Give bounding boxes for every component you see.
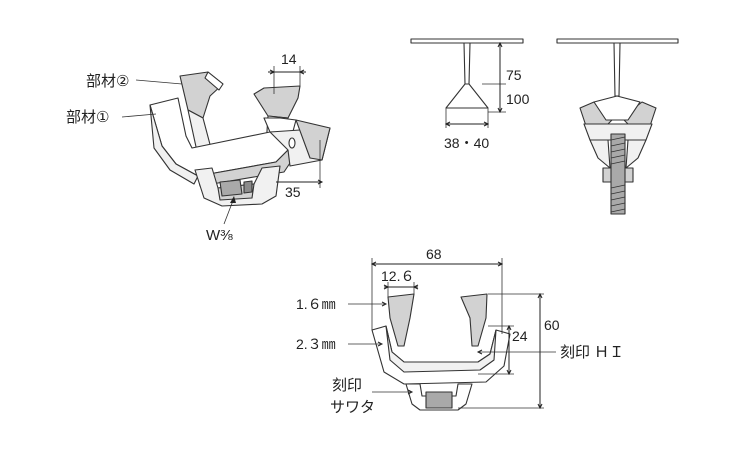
stamp-label: 刻印 [332,377,362,394]
dim-35-label: 35 [285,184,301,200]
stamp-hi-label: 刻印 ＨＩ [560,344,624,361]
dim-100-label: 100 [506,91,530,107]
thickness-2-3-label: 2.３㎜ [296,336,336,352]
perspective-view: 部材② 部材① 14 35 W⅜ [66,51,331,244]
stamp-sawata-label: サワタ [330,399,375,416]
dim-24-label: 24 [512,328,528,344]
bolt-thread [610,136,626,213]
saddle-shape [194,165,281,207]
dim-12-6-label: 12.６ [381,268,414,284]
part1-label: 部材① [66,109,109,126]
beam-section-view: 75 100 38・40 [410,38,530,151]
front-section-view: 68 12.６ 1.６㎜ 2.３㎜ 24 60 刻印 ＨＩ 刻印 サワタ [296,246,624,416]
mounted-bolt-view [556,38,679,215]
dim-14-label: 14 [281,51,297,67]
dim-38-40-label: 38・40 [444,135,489,151]
dim-68-label: 68 [426,246,442,262]
part1-shape [149,97,331,187]
thickness-1-6-label: 1.６㎜ [296,296,336,312]
part2-label: 部材② [86,73,129,90]
bolt-size-label: W⅜ [206,227,233,244]
dim-75-label: 75 [506,67,522,83]
dim-60-label: 60 [544,317,560,333]
